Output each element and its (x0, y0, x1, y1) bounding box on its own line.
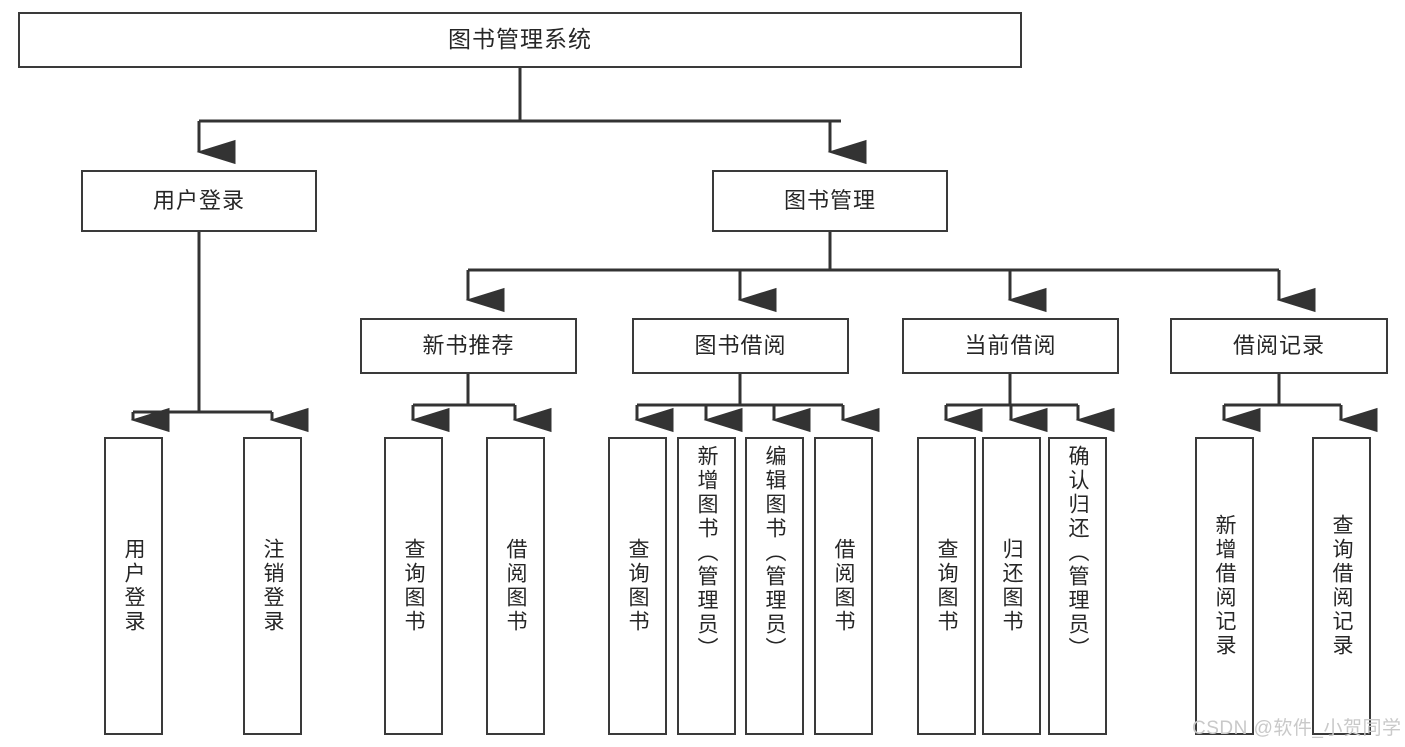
node-label: 新增借阅记录 (1213, 514, 1236, 658)
node-label: 注销登录 (261, 538, 284, 634)
node-user-login[interactable]: 用户登录 (81, 170, 317, 232)
leaf-borrow-add-book-admin[interactable]: 新增图书（管理员） (677, 437, 736, 735)
node-label: 用户登录 (122, 538, 145, 634)
node-label: 编辑图书（管理员） (763, 445, 786, 661)
node-label: 借阅记录 (1232, 332, 1325, 358)
node-label: 查询图书 (626, 538, 649, 634)
node-label: 借阅图书 (504, 538, 527, 634)
leaf-borrow-edit-book-admin[interactable]: 编辑图书（管理员） (745, 437, 804, 735)
leaf-current-confirm-return-admin[interactable]: 确认归还（管理员） (1048, 437, 1107, 735)
leaf-current-return-book[interactable]: 归还图书 (982, 437, 1041, 735)
leaf-recommend-borrow-book[interactable]: 借阅图书 (486, 437, 545, 735)
leaf-recommend-query-book[interactable]: 查询图书 (384, 437, 443, 735)
node-label: 确认归还（管理员） (1066, 445, 1089, 661)
node-root-system[interactable]: 图书管理系统 (18, 12, 1022, 68)
node-label: 图书借阅 (694, 332, 787, 358)
node-label: 查询图书 (935, 538, 958, 634)
node-label: 图书管理 (783, 187, 876, 213)
leaf-user-login-logout[interactable]: 注销登录 (243, 437, 302, 735)
node-current-borrow[interactable]: 当前借阅 (902, 318, 1119, 374)
node-label: 归还图书 (1000, 538, 1023, 634)
leaf-current-query-book[interactable]: 查询图书 (917, 437, 976, 735)
leaf-record-query-record[interactable]: 查询借阅记录 (1312, 437, 1371, 735)
watermark-text: CSDN @软件_小贺同学 (1192, 718, 1402, 739)
node-label: 查询借阅记录 (1330, 514, 1353, 658)
leaf-borrow-query-book[interactable]: 查询图书 (608, 437, 667, 735)
leaf-user-login-login[interactable]: 用户登录 (104, 437, 163, 735)
node-label: 借阅图书 (832, 538, 855, 634)
node-label: 新增图书（管理员） (695, 445, 718, 661)
node-book-borrow[interactable]: 图书借阅 (632, 318, 849, 374)
node-label: 用户登录 (152, 187, 245, 213)
node-label: 新书推荐 (422, 332, 515, 358)
node-borrow-record[interactable]: 借阅记录 (1170, 318, 1388, 374)
leaf-record-add-record[interactable]: 新增借阅记录 (1195, 437, 1254, 735)
node-new-book-recommend[interactable]: 新书推荐 (360, 318, 577, 374)
leaf-borrow-borrow-book[interactable]: 借阅图书 (814, 437, 873, 735)
node-book-management[interactable]: 图书管理 (712, 170, 948, 232)
node-label: 查询图书 (402, 538, 425, 634)
node-label: 当前借阅 (964, 332, 1057, 358)
node-label: 图书管理系统 (448, 26, 592, 53)
